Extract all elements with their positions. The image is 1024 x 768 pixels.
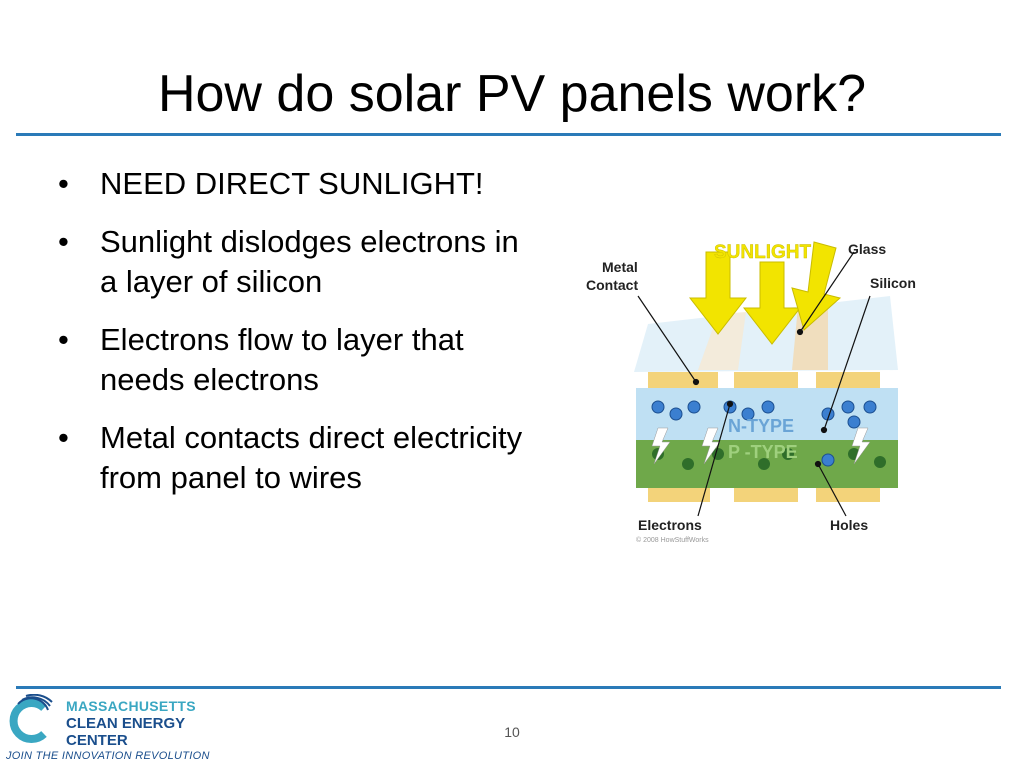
sunlight-arrows: [688, 241, 842, 345]
contact-label: Contact: [586, 277, 638, 293]
copyright-label: © 2008 HowStuffWorks: [636, 536, 709, 544]
bullet-marker: •: [58, 420, 69, 455]
slide-title: How do solar PV panels work?: [157, 65, 867, 123]
metal-contact: [734, 372, 798, 388]
masscec-logo: MASSACHUSETTS CLEAN ENERGY CENTER JOIN T…: [6, 694, 209, 768]
metal-contact: [816, 488, 880, 502]
page-number: 10: [504, 724, 520, 740]
bullet-item: • NEED DIRECT SUNLIGHT!: [58, 164, 538, 204]
bullet-text: Electrons flow to layer that needs elect…: [100, 322, 464, 397]
bullet-list: • NEED DIRECT SUNLIGHT! • Sunlight dislo…: [58, 164, 538, 516]
leader-lines: [637, 251, 871, 517]
holes-label: Holes: [830, 517, 868, 533]
electrons-label: Electrons: [638, 517, 702, 533]
solar-cell-diagram: SUNLIGHT Glass Metal Contact Silicon N-T…: [586, 241, 916, 544]
bullet-item: • Electrons flow to layer that needs ele…: [58, 320, 538, 400]
bullet-marker: •: [58, 166, 69, 201]
electrons-group: [651, 400, 877, 467]
energy-bolts: [651, 427, 871, 465]
metal-contact: [734, 488, 798, 502]
bullet-marker: •: [58, 322, 69, 357]
metal-contact: [816, 372, 880, 388]
n-type-label: N-TYPE: [728, 416, 794, 436]
footer-divider: [16, 686, 1001, 689]
metal-contact: [648, 488, 710, 502]
logo-line-2: CLEAN ENERGY: [66, 715, 186, 732]
bullet-text: Metal contacts direct electricity from p…: [100, 420, 523, 495]
title-divider: [16, 133, 1001, 136]
logo-line-1: MASSACHUSETTS: [66, 698, 196, 714]
bullet-item: • Metal contacts direct electricity from…: [58, 418, 538, 498]
bullet-text: Sunlight dislodges electrons in a layer …: [100, 224, 519, 299]
bullet-item: • Sunlight dislodges electrons in a laye…: [58, 222, 538, 302]
metal-label: Metal: [602, 259, 638, 275]
logo-tagline: JOIN THE INNOVATION REVOLUTION: [6, 750, 210, 762]
logo-line-3: CENTER: [66, 732, 128, 749]
bullet-text: NEED DIRECT SUNLIGHT!: [100, 166, 484, 201]
p-type-label: P -TYPE: [728, 442, 798, 462]
logo-wordmark: MASSACHUSETTS CLEAN ENERGY CENTER: [66, 698, 196, 749]
logo-c-icon: [9, 694, 53, 743]
glass-highlight: [698, 312, 746, 370]
silicon-label: Silicon: [870, 275, 916, 291]
glass-label: Glass: [848, 241, 886, 257]
metal-contact: [648, 372, 718, 388]
bullet-marker: •: [58, 224, 69, 259]
sunlight-label: SUNLIGHT: [714, 242, 812, 263]
holes-group: [652, 448, 886, 470]
